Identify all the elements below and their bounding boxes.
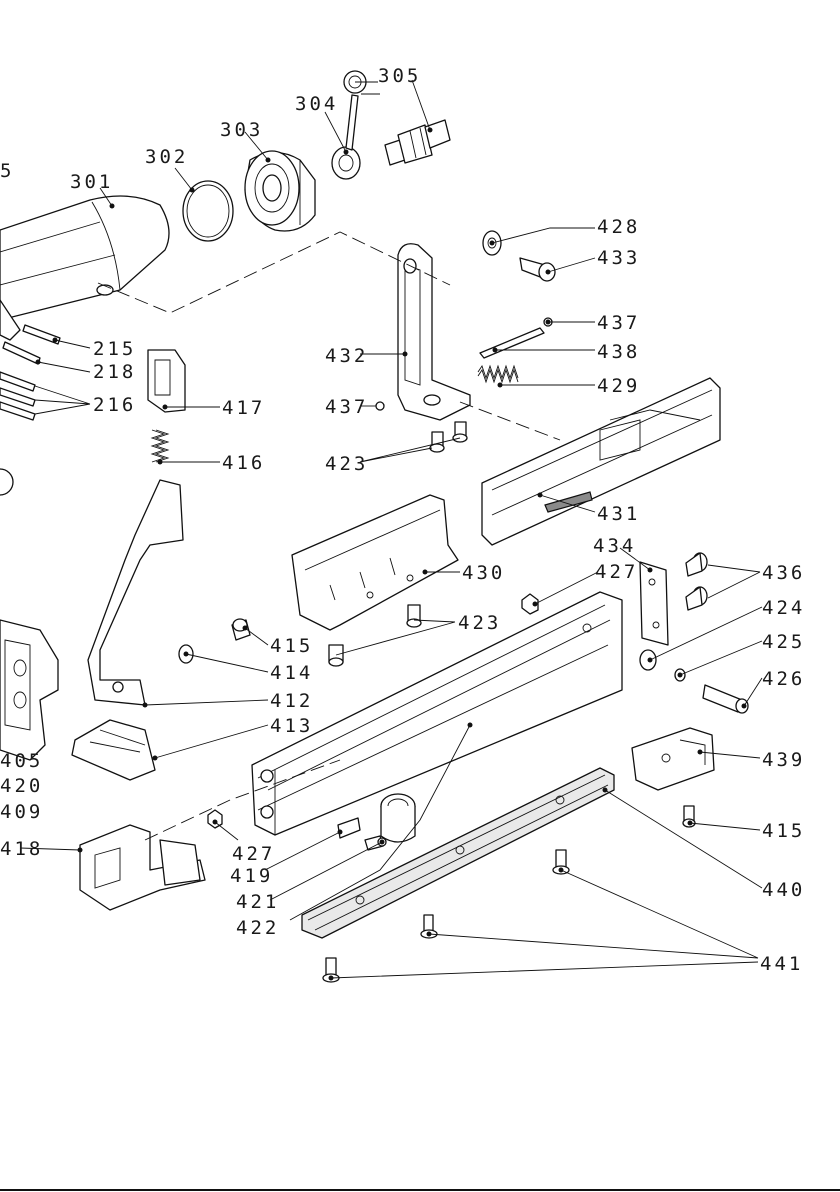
part-215-218-216-pins [0,325,60,495]
part-416-spring [152,430,168,462]
label-304: 304 [295,93,338,115]
label-414: 414 [270,662,313,684]
label-424: 424 [762,597,805,619]
part-433-pin [520,258,555,281]
part-436-screws [686,553,707,610]
label-303: 303 [220,119,263,141]
label-437-lower: 437 [325,396,368,418]
label-415-lower: 415 [762,820,805,842]
label-409: 409 [0,801,43,823]
part-423-screws-upper [430,422,467,452]
label-433: 433 [597,247,640,269]
part-405-housing [0,620,58,760]
label-425: 425 [762,631,805,653]
label-302: 302 [145,146,188,168]
label-430: 430 [462,562,505,584]
label-427-lower: 427 [232,843,275,865]
part-305-air-fitting [385,120,450,165]
label-426: 426 [762,668,805,690]
part-439-bracket [632,728,714,790]
label-305: 305 [378,65,421,87]
label-420: 420 [0,775,43,797]
label-434: 434 [593,535,636,557]
label-428: 428 [597,216,640,238]
label-437-upper: 437 [597,312,640,334]
label-405: 405 [0,750,43,772]
label-441: 441 [760,953,803,975]
part-413-cover [72,720,155,780]
part-303-end-cap [245,151,315,231]
label-417: 417 [222,397,265,419]
label-427-upper: 427 [595,561,638,583]
part-430-magazine-cover [292,495,458,630]
label-432: 432 [325,345,368,367]
label-431: 431 [597,503,640,525]
part-417-latch-plate [148,350,185,412]
label-418: 418 [0,838,43,860]
label-429: 429 [597,375,640,397]
part-438-rod [480,318,552,358]
label-423-mid: 423 [458,612,501,634]
part-412-latch-lever [88,480,183,705]
label-5: 5 [0,160,14,182]
label-436: 436 [762,562,805,584]
label-423-upper: 423 [325,453,368,475]
part-301-cylinder-body [0,196,169,340]
label-218: 218 [93,361,136,383]
label-421: 421 [236,891,279,913]
label-415-upper: 415 [270,635,313,657]
page-bottom-rule [0,1189,840,1191]
label-416: 416 [222,452,265,474]
label-422: 422 [236,917,279,939]
label-216: 216 [93,394,136,416]
part-304-dust-cap [332,71,366,179]
label-419: 419 [230,865,273,887]
label-440: 440 [762,879,805,901]
part-432-bracket [376,244,470,420]
label-301: 301 [70,171,113,193]
part-418-lock-block [80,825,205,910]
part-426-bolt [703,685,748,713]
part-434-end-plate [640,562,668,645]
label-412: 412 [270,690,313,712]
label-215: 215 [93,338,136,360]
part-429-spring [478,366,518,382]
assembly-line-guide [460,402,560,440]
label-438: 438 [597,341,640,363]
label-439: 439 [762,749,805,771]
label-413: 413 [270,715,313,737]
